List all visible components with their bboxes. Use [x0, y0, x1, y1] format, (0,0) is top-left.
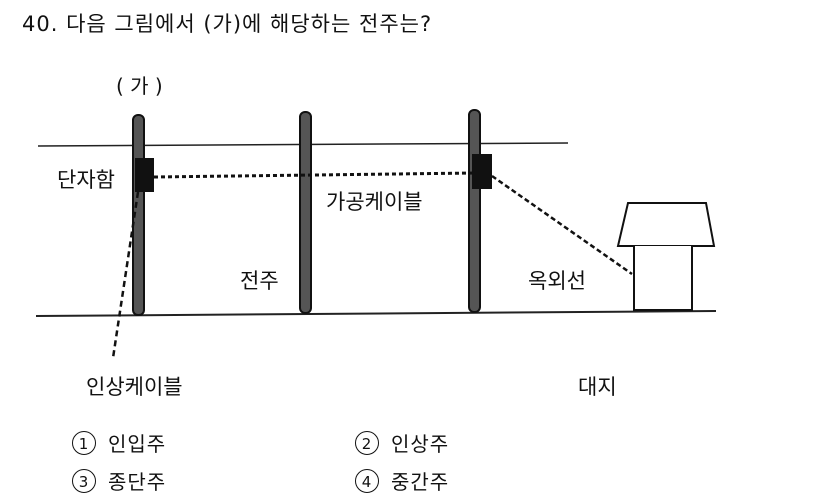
choice-1-label: 인입주 [108, 432, 167, 456]
question-text: 40. 다음 그림에서 (가)에 해당하는 전주는? [22, 12, 433, 36]
pole-right [468, 109, 481, 313]
choice-4-label: 중간주 [391, 470, 450, 494]
pole-middle [299, 111, 312, 314]
label-pole: 전주 [240, 269, 279, 293]
choice-1[interactable]: 1 인입주 [72, 428, 166, 457]
terminal-box-right [472, 154, 492, 189]
choice-2[interactable]: 2 인상주 [355, 428, 449, 457]
label-premises: 대지 [578, 375, 617, 399]
label-terminal-box: 단자함 [57, 168, 115, 192]
label-aerial-cable: 가공케이블 [326, 190, 423, 214]
label-outdoor-wire: 옥외선 [528, 269, 586, 293]
pole-diagram [35, 109, 717, 359]
house [616, 202, 716, 311]
ground-line [35, 310, 717, 317]
choice-3[interactable]: 3 종단주 [72, 466, 166, 495]
house-body [633, 246, 693, 311]
choice-3-number: 3 [72, 468, 96, 493]
aerial-cable-line [153, 171, 475, 179]
choice-1-number: 1 [72, 430, 96, 455]
choice-4[interactable]: 4 중간주 [355, 466, 449, 495]
label-service-cable: 인상케이블 [86, 375, 183, 399]
choice-2-number: 2 [355, 430, 379, 455]
terminal-box-ga [135, 158, 154, 192]
label-ga: ( 가 ) [116, 74, 163, 98]
choice-3-label: 종단주 [108, 470, 167, 494]
house-roof [616, 202, 716, 247]
outdoor-wire-line [491, 174, 633, 276]
service-cable-line [111, 191, 140, 359]
choice-2-label: 인상주 [391, 432, 450, 456]
choice-4-number: 4 [355, 468, 379, 493]
